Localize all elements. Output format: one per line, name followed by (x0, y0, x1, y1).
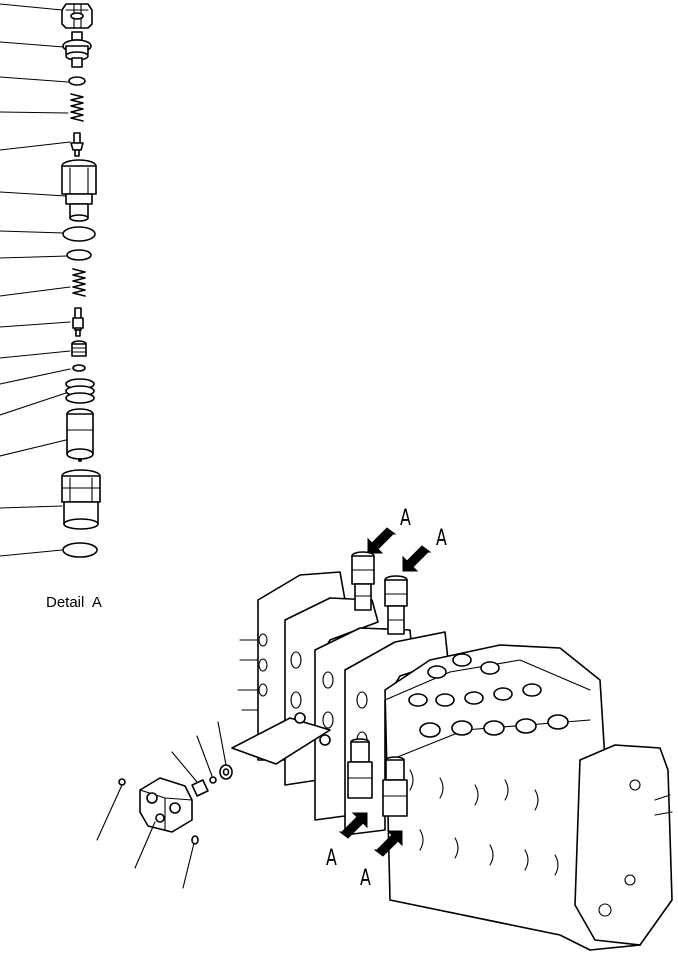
side-ports (237, 633, 368, 749)
o-ring-plug (209, 776, 217, 784)
end-cover-right (574, 744, 673, 946)
relief-valve-bottom-2 (382, 756, 408, 817)
sleeve (71, 340, 87, 357)
cap-nut (61, 3, 93, 29)
callout-label: A (436, 526, 447, 551)
arrow-icon (367, 527, 397, 554)
detail-caption: Detail A (46, 594, 102, 611)
piston (72, 307, 84, 337)
relief-valve-top-2 (384, 575, 408, 635)
front-face-details (409, 769, 559, 876)
bolt-1 (118, 778, 126, 786)
bolt-2 (191, 835, 199, 845)
plug (191, 779, 209, 797)
o-ring-2 (66, 249, 92, 261)
leader-lines (0, 3, 71, 557)
o-ring-tiny (72, 364, 86, 372)
o-ring-small (68, 76, 86, 86)
detail-a-parts (0, 3, 101, 558)
relief-valve-bottom-1 (347, 738, 373, 799)
cover-assembly (96, 721, 233, 889)
arrow-icons (338, 527, 432, 857)
poppet (70, 132, 84, 157)
main-valve-body (61, 469, 101, 530)
callout-label: A (326, 846, 337, 871)
cover-block (139, 777, 193, 833)
port-holes (408, 653, 569, 738)
o-ring-1 (62, 226, 96, 242)
adjust-screw (62, 31, 92, 68)
cover-leaders (96, 721, 227, 889)
plate (231, 717, 331, 765)
spring (70, 93, 84, 122)
plunger (66, 408, 94, 462)
valve-body (61, 159, 97, 222)
callout-label: A (400, 506, 411, 531)
callout-label: A (360, 866, 371, 891)
relief-valve-top-1 (351, 551, 375, 611)
arrow-icon (402, 545, 432, 572)
backup-ring (65, 378, 95, 404)
arrow-icon (338, 812, 368, 839)
arrow-icon (373, 830, 403, 857)
control-valve-assembly (231, 571, 673, 951)
spring-2 (72, 268, 86, 297)
o-ring-large (62, 542, 98, 558)
